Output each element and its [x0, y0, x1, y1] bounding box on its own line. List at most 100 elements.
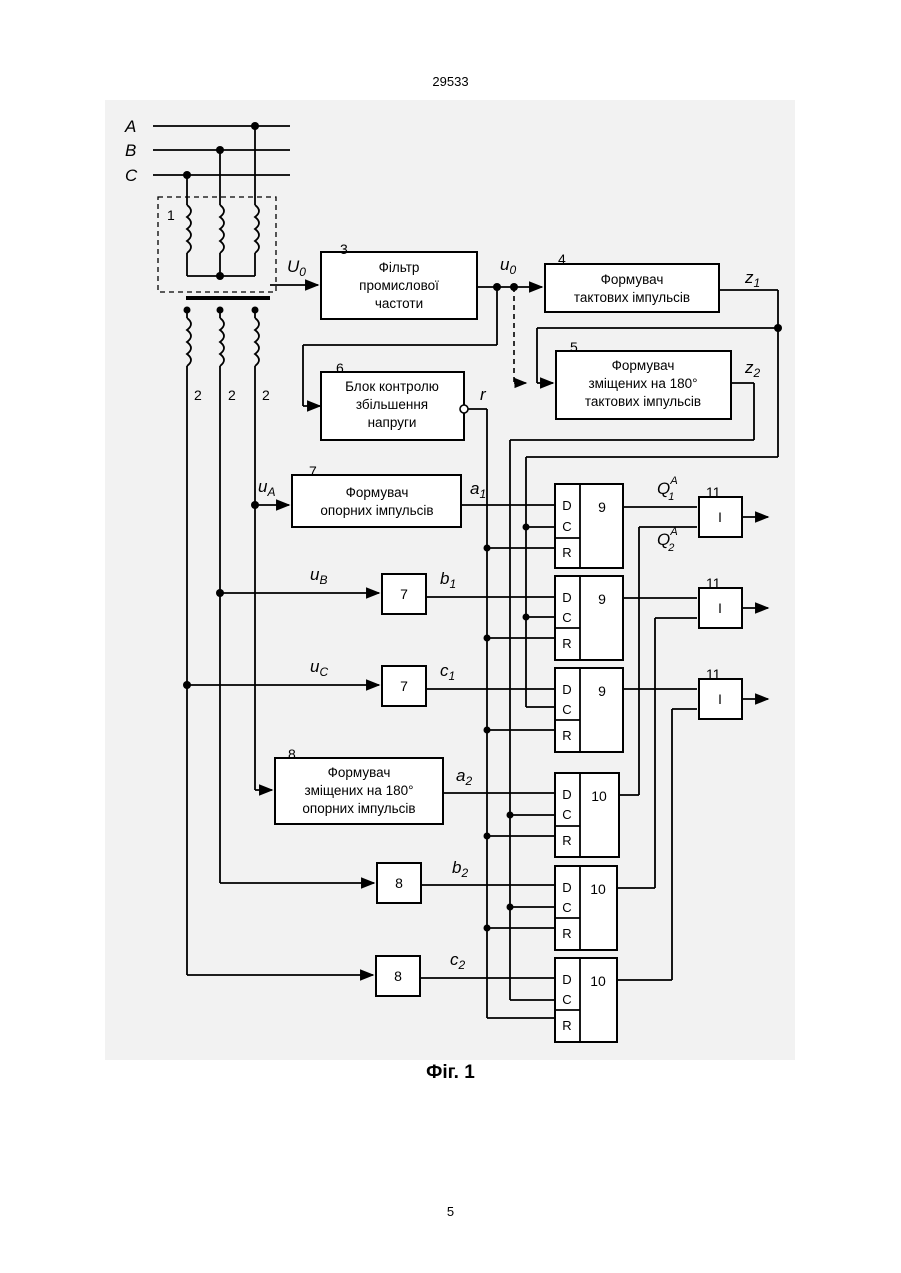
svg-text:Формувач: Формувач	[612, 358, 675, 373]
signal-Q1A: Q1A	[657, 475, 678, 503]
svg-text:зміщених на 180°: зміщених на 180°	[588, 376, 697, 391]
trigger-9-b: D C R 9	[555, 576, 623, 660]
svg-text:Фільтр: Фільтр	[379, 260, 420, 275]
svg-text:11: 11	[706, 666, 721, 682]
page-footer-number: 5	[0, 1204, 901, 1219]
phase-bus: A B C	[124, 117, 290, 205]
signal-c2: c2	[450, 950, 466, 972]
block-6-voltage-monitor: 6 Блок контролю збільшення напруги	[321, 360, 468, 440]
svg-text:I: I	[718, 692, 722, 707]
signal-u0: u0	[500, 255, 516, 277]
svg-text:9: 9	[598, 499, 606, 515]
block-8a-shifted-reference-former: 8 Формувач зміщених на 180° опорних імпу…	[275, 746, 443, 824]
svg-text:R: R	[562, 545, 571, 560]
svg-text:R: R	[562, 1018, 571, 1033]
transformer-secondary: 2 2 2	[184, 307, 271, 976]
trigger-10-a: D C R 10	[555, 773, 619, 857]
svg-text:опорних імпульсів: опорних імпульсів	[320, 503, 433, 518]
svg-text:10: 10	[590, 881, 606, 897]
and-gate-11-b: 11 I	[699, 575, 742, 628]
svg-text:I: I	[718, 510, 722, 525]
svg-text:C: C	[562, 807, 571, 822]
svg-text:D: D	[562, 590, 571, 605]
svg-text:D: D	[562, 787, 571, 802]
trigger-10-b: D C R 10	[555, 866, 617, 950]
svg-text:тактових імпульсів: тактових імпульсів	[574, 290, 690, 305]
block-7c-reference-former: 7	[382, 666, 426, 706]
primary-label: 1	[167, 207, 175, 223]
signal-r: r	[480, 385, 487, 404]
svg-text:7: 7	[400, 586, 408, 602]
svg-text:D: D	[562, 972, 571, 987]
figure-caption: Фіг. 1	[0, 1062, 901, 1084]
svg-text:частоти: частоти	[375, 296, 423, 311]
signal-c1: c1	[440, 661, 455, 683]
svg-text:C: C	[562, 992, 571, 1007]
block-4-clock-former: 4 Формувач тактових імпульсів	[545, 251, 719, 312]
svg-text:R: R	[562, 728, 571, 743]
block-5-shifted-clock-former: 5 Формувач зміщених на 180° тактових імп…	[556, 339, 731, 419]
block-7a-reference-former: 7 Формувач опорних імпульсів	[292, 463, 461, 527]
svg-text:6: 6	[336, 360, 344, 376]
svg-text:9: 9	[598, 591, 606, 607]
svg-text:7: 7	[400, 678, 408, 694]
signal-b2: b2	[452, 858, 468, 880]
svg-text:зміщених на 180°: зміщених на 180°	[304, 783, 413, 798]
and-gate-11-c: 11 I	[699, 666, 742, 719]
svg-text:R: R	[562, 833, 571, 848]
signal-a1: a1	[470, 479, 486, 501]
trigger-9-a: D C R 9	[555, 484, 623, 568]
phase-a-label: A	[124, 117, 136, 136]
signal-z1: z1	[744, 268, 760, 290]
signal-uA: uA	[258, 477, 275, 499]
figure-area: A B C 1 2 2 2	[105, 100, 795, 1060]
phase-c-label: C	[125, 166, 138, 185]
svg-text:7: 7	[309, 463, 317, 479]
trigger-10-c: D C R 10	[555, 958, 617, 1042]
block-8c-shifted-reference-former: 8	[376, 956, 420, 996]
phase-b-label: B	[125, 141, 136, 160]
svg-text:R: R	[562, 926, 571, 941]
svg-text:9: 9	[598, 683, 606, 699]
svg-text:I: I	[718, 601, 722, 616]
secondary-label-b: 2	[228, 387, 236, 403]
svg-text:8: 8	[395, 875, 403, 891]
svg-text:Блок контролю: Блок контролю	[345, 379, 439, 394]
signal-b1: b1	[440, 569, 456, 591]
signal-U0: U0	[287, 257, 306, 279]
svg-text:3: 3	[340, 241, 348, 257]
svg-text:C: C	[562, 702, 571, 717]
svg-text:Формувач: Формувач	[346, 485, 409, 500]
svg-text:D: D	[562, 682, 571, 697]
svg-text:C: C	[562, 610, 571, 625]
signal-a2: a2	[456, 766, 472, 788]
svg-text:8: 8	[394, 968, 402, 984]
svg-text:збільшення: збільшення	[356, 397, 428, 412]
svg-text:тактових імпульсів: тактових імпульсів	[585, 394, 701, 409]
svg-text:11: 11	[706, 484, 721, 500]
and-gate-11-a: 11 I	[699, 484, 742, 537]
block-3-filter: 3 Фільтр промислової частоти	[321, 241, 477, 319]
svg-text:10: 10	[590, 973, 606, 989]
page-header-number: 29533	[0, 74, 901, 89]
svg-text:D: D	[562, 880, 571, 895]
trigger-9-c: D C R 9	[555, 668, 623, 752]
block-8b-shifted-reference-former: 8	[377, 863, 421, 903]
svg-text:8: 8	[288, 746, 296, 762]
svg-text:10: 10	[591, 788, 607, 804]
signal-uC: uC	[310, 657, 328, 679]
signal-z2: z2	[744, 358, 761, 380]
svg-text:напруги: напруги	[368, 415, 417, 430]
svg-text:Формувач: Формувач	[328, 765, 391, 780]
svg-text:4: 4	[558, 251, 566, 267]
svg-text:C: C	[562, 519, 571, 534]
block-7b-reference-former: 7	[382, 574, 426, 614]
secondary-label-a: 2	[262, 387, 270, 403]
svg-text:опорних імпульсів: опорних імпульсів	[302, 801, 415, 816]
transformer-primary: 1	[158, 197, 276, 298]
svg-text:5: 5	[570, 339, 578, 355]
svg-text:R: R	[562, 636, 571, 651]
svg-text:D: D	[562, 498, 571, 513]
svg-text:Формувач: Формувач	[601, 272, 664, 287]
secondary-label-c: 2	[194, 387, 202, 403]
